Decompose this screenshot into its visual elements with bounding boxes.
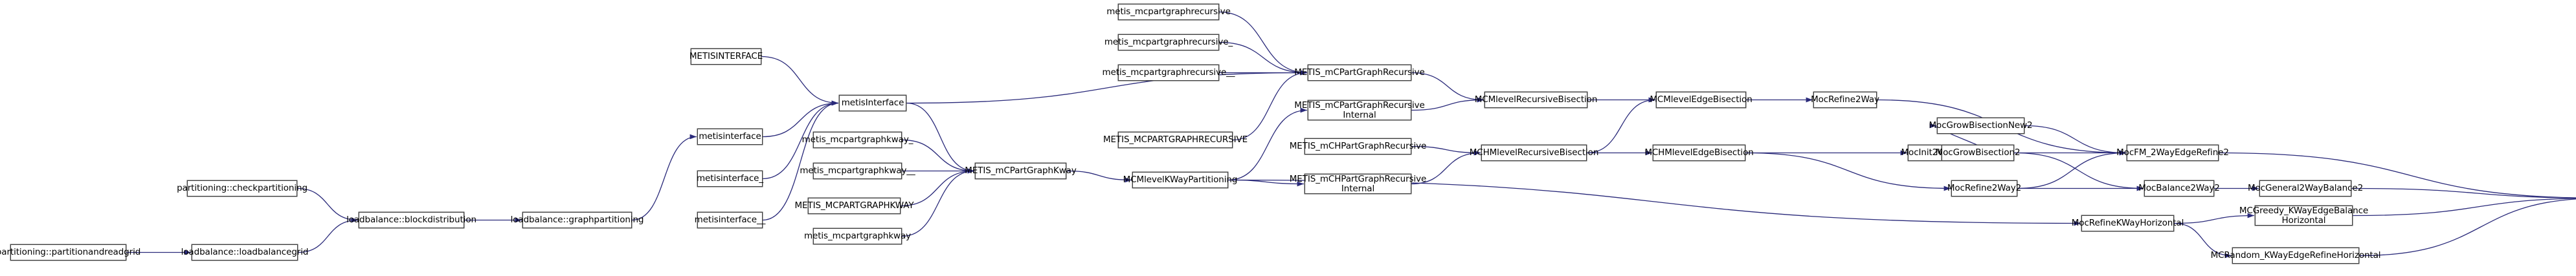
graph-node-graphpartitioning[interactable]: loadbalance::graphpartitioning bbox=[511, 212, 644, 228]
graph-node-mchmlevelrecursivebisection[interactable]: MCHMlevelRecursiveBisection bbox=[1470, 145, 1598, 161]
graph-edge bbox=[2352, 198, 2576, 217]
graph-node-mocfm-2wayedgerefine2[interactable]: MocFM_2WayEdgeRefine2 bbox=[2116, 145, 2229, 161]
graph-node-mocrefine2way2[interactable]: MocRefine2Way2 bbox=[1947, 180, 2021, 196]
graph-node-metis-mcpartgraphrecursive[interactable]: METIS_mCPartGraphRecursive bbox=[1294, 65, 1425, 81]
graph-node-metis-mcpartgraphkway[interactable]: METIS_MCPARTGRAPHKWAY bbox=[794, 198, 914, 214]
graph-node-mocrefine2way[interactable]: MocRefine2Way bbox=[1811, 92, 1879, 108]
graph-edge bbox=[2351, 187, 2576, 198]
graph-node-loadbalancegrid[interactable]: loadbalance::loadbalancegrid bbox=[181, 244, 308, 260]
graph-node-mcmlevelrecursivebisection[interactable]: MCMlevelRecursiveBisection bbox=[1475, 92, 1597, 108]
graph-edge bbox=[2013, 152, 2144, 191]
graph-node-metis-mcpartgraphkway[interactable]: metis_mcpartgraphkway bbox=[804, 228, 911, 244]
graph-node-metis-mcpartgraphrecursiveinternal[interactable]: METIS_mCPartGraphRecursive Internal bbox=[1294, 100, 1425, 120]
graph-edge bbox=[1586, 97, 1656, 154]
graph-node-metisinterface[interactable]: METISINTERFACE bbox=[689, 48, 763, 65]
graph-node-partitionandreadgrid[interactable]: partitioning::partitionandreadgrid bbox=[0, 244, 140, 260]
graph-edge bbox=[631, 134, 697, 221]
graph-node-metis-mcpartgraphkway[interactable]: METIS_mCPartGraphKway bbox=[965, 163, 1077, 179]
graph-node-mcmlevelkwaypartitioning[interactable]: MCMlevelKWayPartitioning bbox=[1123, 172, 1237, 188]
graph-node-metisinterface[interactable]: metisinterface bbox=[697, 129, 763, 145]
graph-node-metis-mcpartgraphrecursive-[interactable]: metis_mcpartgraphrecursive_ bbox=[1104, 34, 1233, 50]
graph-node-blockdistribution[interactable]: loadbalance::blockdistribution bbox=[346, 212, 476, 228]
graph-node-metisinterface-[interactable]: metisinterface_ bbox=[697, 171, 763, 187]
graph-node-metis-mcpartgraphrecursive--[interactable]: metis_mcpartgraphrecursive__ bbox=[1103, 65, 1235, 81]
graph-node-metisinterface--[interactable]: metisinterface__ bbox=[695, 212, 765, 228]
graph-node-metis-mcpartgraphrecursive[interactable]: METIS_MCPARTGRAPHRECURSIVE bbox=[1103, 132, 1248, 148]
graph-node-mocgrowbisectionnew2[interactable]: MocGrowBisectionNew2 bbox=[1929, 118, 2033, 134]
graph-edge bbox=[906, 102, 975, 174]
graph-node-mocgeneral2waybalance2[interactable]: MocGeneral2WayBalance2 bbox=[2248, 180, 2363, 196]
graph-node-mcgreedy-kwayedgebalancehorizontal[interactable]: MCGreedy_KWayEdgeBalance Horizontal bbox=[2239, 206, 2369, 226]
graph-edge bbox=[2358, 198, 2576, 257]
graph-node-checkpartitioning[interactable]: partitioning::checkpartitioning bbox=[177, 180, 308, 196]
graph-node-mocgrowbisection2[interactable]: MocGrowBisection2 bbox=[1936, 145, 2021, 161]
graph-edge bbox=[761, 56, 839, 106]
graph-edge bbox=[2024, 125, 2127, 156]
graph-node-metis-mcpartgraphkway--[interactable]: metis_mcpartgraphkway__ bbox=[800, 163, 915, 179]
graph-node-mchmleveledgebisection[interactable]: MCHMlevelEdgeBisection bbox=[1644, 145, 1754, 161]
graph-edge bbox=[2017, 150, 2127, 189]
graph-node-metis-mcpartgraphkway-[interactable]: metis_mcpartgraphkway_ bbox=[802, 132, 913, 148]
graph-node-mcmleveledgebisection[interactable]: MCMlevelEdgeBisection bbox=[1650, 92, 1753, 108]
graph-node-metis-mchpartgraphrecursiveinternal[interactable]: METIS_mCHPartGraphRecursive Internal bbox=[1289, 174, 1427, 194]
graph-node-mcrandom-kwayedgerefinehorizontal[interactable]: MCRandom_KWayEdgeRefineHorizontal bbox=[2211, 248, 2381, 264]
graph-node-metisinterface[interactable]: metisInterface bbox=[839, 95, 906, 111]
graph-node-mocbalance2way2[interactable]: MocBalance2Way2 bbox=[2138, 180, 2220, 196]
graph-node-metis-mcpartgraphrecursive[interactable]: metis_mcpartgraphrecursive bbox=[1106, 4, 1231, 20]
graph-node-mocrefinekwayhorizontal[interactable]: MocRefineKWayHorizontal bbox=[2072, 215, 2184, 231]
graph-node-metis-mchpartgraphrecursive[interactable]: METIS_mCHPartGraphRecursive bbox=[1290, 138, 1426, 154]
